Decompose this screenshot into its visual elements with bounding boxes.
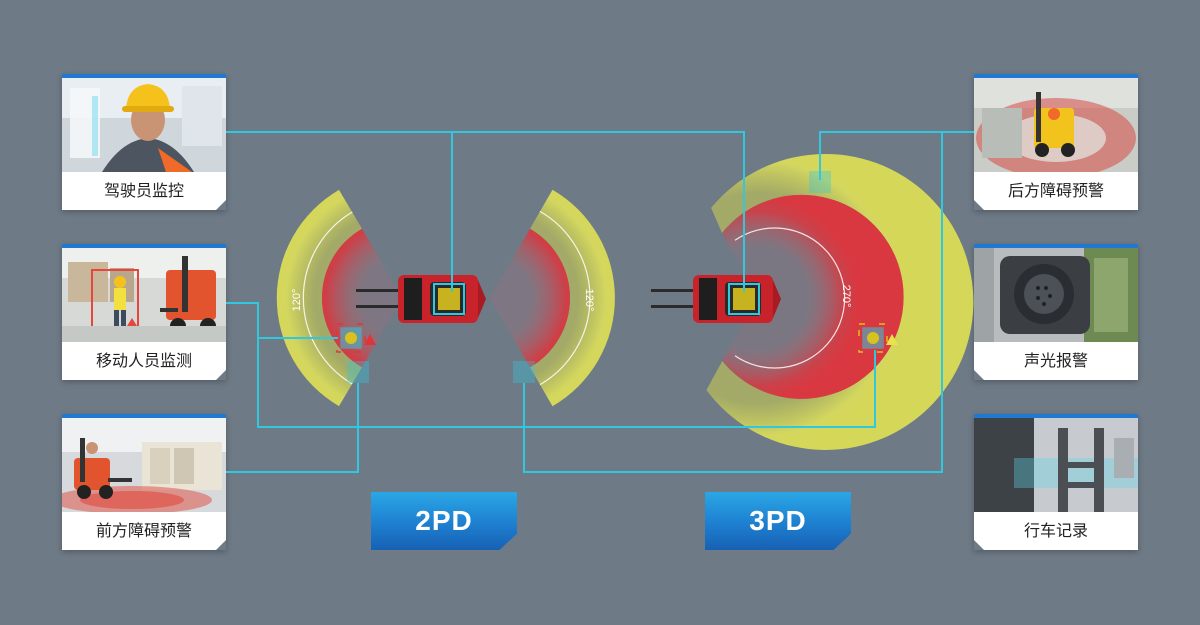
2pd-mode-button[interactable]: 2PD (371, 492, 517, 550)
card-corner-notch (216, 200, 226, 210)
audible-visual-alarm-photo (974, 248, 1138, 342)
2pd-forklift (356, 275, 486, 323)
card-label: 声光报警 (1023, 351, 1088, 370)
card-corner-notch (216, 370, 226, 380)
sensor-markers (347, 171, 831, 383)
3pd-danger-zone (722, 194, 904, 399)
3pd-angle-label: 270° (840, 285, 852, 308)
2pd-front-danger-zone (490, 228, 571, 368)
card-accent-bar (62, 244, 226, 248)
card-front-obstacle[interactable]: 前方障碍预警 (62, 414, 226, 550)
card-label: 移动人员监测 (95, 351, 192, 370)
card-driving-recorder[interactable]: 行车记录 (974, 414, 1138, 550)
pedestrian-detection-photo (62, 248, 226, 342)
card-pedestrian-detection[interactable]: 移动人员监测 (62, 244, 226, 380)
2pd-front-warning-zone (530, 189, 615, 407)
3pd-mode-button[interactable]: 3PD (705, 492, 851, 550)
2pd-rear-danger-zone (321, 228, 402, 368)
2pd-alarm-marker (336, 323, 376, 353)
card-rear-obstacle[interactable]: 后方障碍预警 (974, 74, 1138, 210)
driving-recorder-photo (974, 418, 1138, 512)
card-audible-visual-alarm[interactable]: 声光报警 (974, 244, 1138, 380)
2pd-rear-warning-zone (276, 189, 362, 407)
card-corner-notch (216, 540, 226, 550)
3pd-alarm-marker (858, 323, 898, 353)
card-accent-bar (62, 74, 226, 78)
3pd-warning-zone (706, 153, 974, 450)
card-accent-bar (974, 414, 1138, 418)
2pd-front-angle-label: 120° (583, 289, 595, 312)
connector-lines (226, 131, 974, 473)
card-corner-notch (974, 540, 984, 550)
rear-obstacle-photo (974, 78, 1138, 172)
card-label: 后方障碍预警 (1007, 181, 1104, 200)
driver-monitoring-photo (62, 78, 226, 172)
card-label: 行车记录 (1023, 521, 1088, 540)
card-accent-bar (974, 74, 1138, 78)
card-label: 驾驶员监控 (103, 181, 184, 200)
card-accent-bar (62, 414, 226, 418)
card-label: 前方障碍预警 (95, 521, 192, 540)
card-driver-monitoring[interactable]: 驾驶员监控 (62, 74, 226, 210)
card-corner-notch (974, 370, 984, 380)
front-obstacle-photo (62, 418, 226, 512)
card-accent-bar (974, 244, 1138, 248)
3pd-forklift (651, 275, 781, 323)
2pd-rear-angle-label: 120° (291, 289, 303, 312)
card-corner-notch (974, 200, 984, 210)
